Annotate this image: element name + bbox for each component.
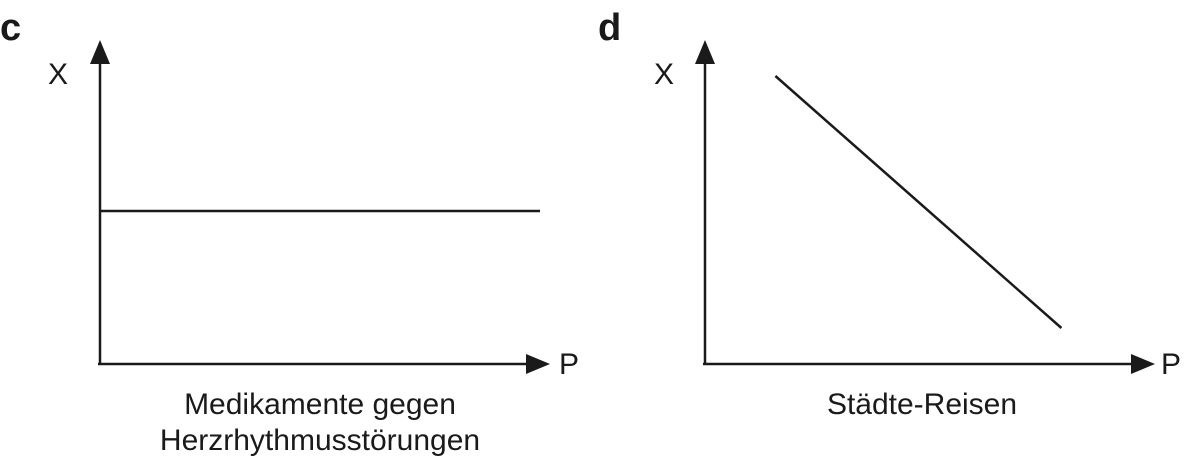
panel-c-y-axis-label: X (48, 58, 68, 91)
panel-d-y-axis-label: X (654, 58, 674, 91)
panel-c-x-axis-arrow (526, 354, 550, 374)
panel-d-letter: d (598, 7, 621, 49)
panel-d-x-axis-label: P (1161, 348, 1181, 381)
panel-c-letter: c (0, 7, 21, 49)
panel-c-y-axis-arrow (90, 40, 110, 64)
panel-d-x-axis-arrow (1131, 354, 1155, 374)
panel-d-y-axis-arrow (695, 40, 715, 64)
panel-c-caption-line-2: Herzrhythmusstörungen (160, 424, 480, 457)
panel-d-caption: Städte-Reisen (827, 388, 1017, 421)
panel-c-caption-line-1: Medikamente gegen (184, 388, 456, 421)
panel-c: c X P Medikamente gegen Herzrhythmusstör… (0, 7, 579, 457)
panel-c-x-axis-label: P (559, 348, 579, 381)
panel-d-series-line (774, 75, 1063, 329)
panel-d: d X P Städte-Reisen (598, 7, 1181, 421)
